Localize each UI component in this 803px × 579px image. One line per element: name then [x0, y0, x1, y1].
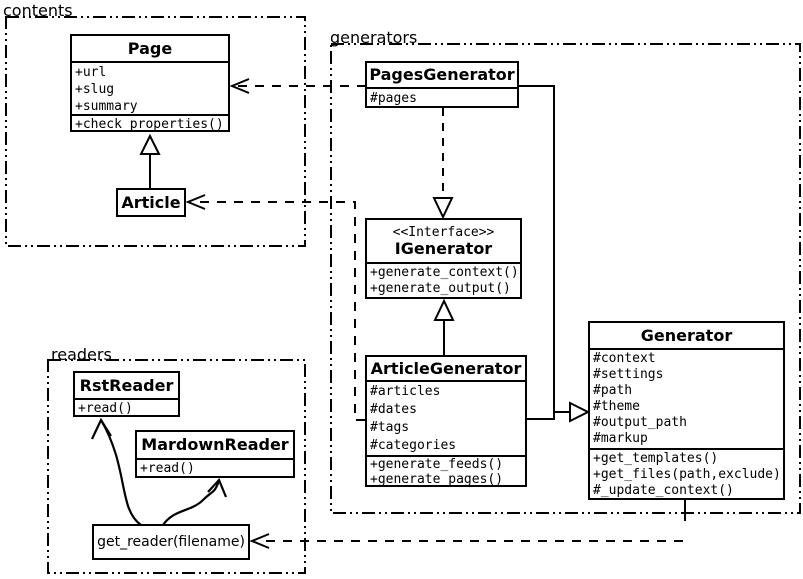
articlegenerator-attribute: #dates: [370, 402, 417, 417]
class-pagesgenerator: PagesGenerator #pages: [365, 61, 519, 108]
inheritance-article-page: [139, 133, 161, 188]
contents-package-label: contents: [3, 1, 73, 20]
arrow-getreader-mardownreader: [162, 477, 228, 526]
realization-pagesgenerator-igenerator: [432, 108, 454, 220]
function-get-reader: get_reader(filename): [92, 524, 250, 560]
readers-package-label: readers: [51, 345, 112, 364]
arrow-getreader-rstreader: [91, 417, 142, 526]
class-page: Page +url +slug +summary +check_properti…: [70, 34, 230, 132]
class-page-name: Page: [127, 38, 173, 58]
generator-method: +get_templates(): [593, 451, 719, 466]
dependency-pagesgenerator-page: [229, 78, 365, 94]
dependency-articlegenerator-article: [185, 194, 365, 421]
igenerator-stereotype: <<Interface>>: [392, 224, 495, 240]
articlegenerator-attribute: #articles: [370, 384, 441, 399]
dependency-generator-getreader: [249, 500, 687, 549]
igenerator-method: +generate_context(): [370, 265, 519, 280]
page-attribute: +slug: [75, 82, 115, 97]
readers-package-border: [47, 359, 306, 574]
generator-attribute: #settings: [593, 367, 664, 382]
class-rstreader: RstReader +read(): [73, 371, 180, 417]
class-mardownreader: MardownReader +read(): [135, 430, 295, 478]
page-attribute: +summary: [75, 99, 138, 114]
class-articlegenerator: ArticleGenerator #articles #dates #tags …: [365, 355, 527, 487]
generator-attribute: #context: [593, 351, 656, 366]
generators-package-label: generators: [330, 28, 418, 47]
class-igenerator: <<Interface>> IGenerator +generate_conte…: [365, 218, 522, 299]
class-article: Article: [116, 188, 186, 217]
contents-package-border: [5, 16, 306, 247]
generators-package-border: [330, 43, 801, 514]
generator-method: #_update_context(): [593, 483, 734, 498]
class-generator-name: Generator: [640, 325, 733, 345]
class-rstreader-name: RstReader: [79, 375, 174, 395]
rstreader-method: +read(): [78, 401, 133, 415]
class-mardownreader-name: MardownReader: [141, 435, 289, 454]
class-igenerator-name: IGenerator: [394, 238, 493, 258]
generator-method: +get_files(path,exclude): [593, 467, 781, 482]
articlegenerator-attribute: #tags: [370, 420, 410, 435]
generator-attribute: #markup: [593, 431, 648, 446]
articlegenerator-method: +generate_feeds(): [370, 457, 504, 472]
generator-attribute: #theme: [593, 399, 640, 414]
igenerator-method: +generate_output(): [370, 281, 511, 296]
class-article-name: Article: [121, 192, 181, 212]
generator-attribute: #path: [593, 383, 633, 398]
class-generator: Generator #context #settings #path #them…: [588, 321, 785, 500]
page-attribute: +url: [75, 65, 107, 80]
articlegenerator-method: +generate_pages(): [370, 471, 504, 485]
generator-attribute: #output_path: [593, 415, 687, 430]
mardownreader-method: +read(): [140, 461, 195, 476]
pagesgenerator-attribute: #pages: [370, 91, 417, 106]
class-articlegenerator-name: ArticleGenerator: [370, 358, 522, 378]
page-method: +check_properties(): [75, 117, 224, 130]
inheritance-generators-generator: [519, 85, 591, 423]
inheritance-articlegenerator-igenerator: [433, 298, 455, 355]
articlegenerator-attribute: #categories: [370, 438, 457, 453]
class-pagesgenerator-name: PagesGenerator: [369, 65, 515, 84]
